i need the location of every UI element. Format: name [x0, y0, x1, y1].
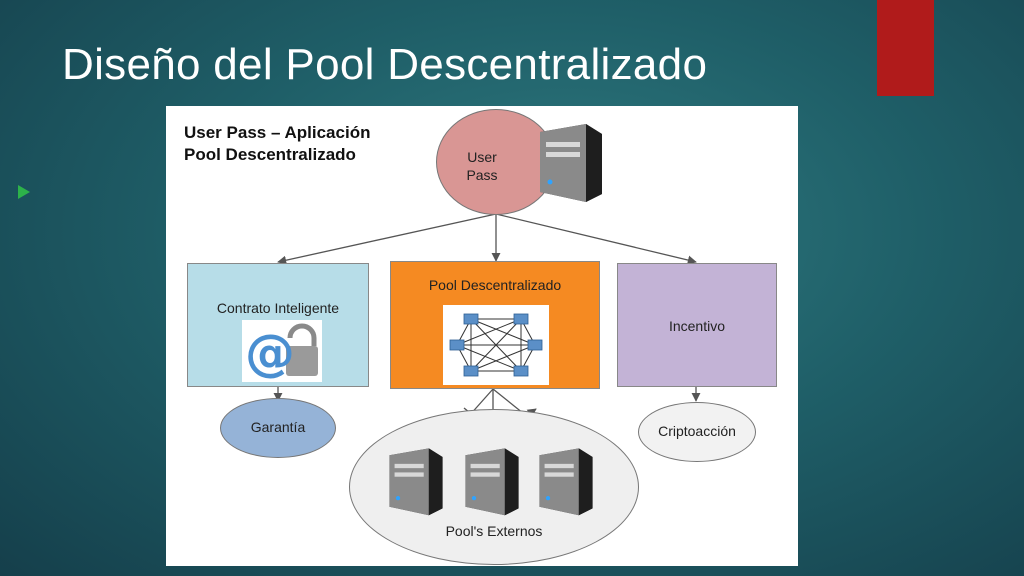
server-icon: [540, 124, 602, 202]
arrow-userpass-incentivo: [495, 213, 697, 265]
diagram-caption: User Pass – Aplicación Pool Descentraliz…: [184, 123, 371, 164]
network-mesh-icon: [443, 305, 549, 385]
incentivo-box: Incentivo: [617, 263, 777, 387]
pools-externos-label: Pool's Externos: [445, 523, 543, 539]
criptoaccion-node: Criptoacción: [638, 402, 756, 462]
accent-bar: [877, 0, 934, 96]
bullet-arrow-icon: [18, 185, 30, 199]
criptoaccion-label: Criptoacción: [658, 423, 736, 439]
user-pass-label: User Pass: [466, 149, 498, 183]
slide-title: Diseño del Pool Descentralizado: [62, 40, 708, 89]
server-icon: [465, 448, 519, 516]
svg-text:@: @: [245, 324, 295, 382]
arrow-userpass-contrato: [277, 213, 497, 265]
server-icon: [389, 448, 443, 516]
pool-descentralizado-box: Pool Descentralizado: [390, 261, 600, 389]
diagram: User Pass – Aplicación Pool Descentraliz…: [166, 106, 798, 566]
contrato-inteligente-box: Contrato Inteligente @: [187, 263, 369, 387]
email-lock-icon: @: [242, 320, 322, 382]
incentivo-label: Incentivo: [668, 318, 726, 334]
garantia-label: Garantía: [250, 419, 306, 435]
garantia-node: Garantía: [220, 398, 336, 458]
pool-label: Pool Descentralizado: [428, 277, 562, 293]
server-icon: [539, 448, 593, 516]
contrato-label: Contrato Inteligente: [216, 300, 340, 316]
